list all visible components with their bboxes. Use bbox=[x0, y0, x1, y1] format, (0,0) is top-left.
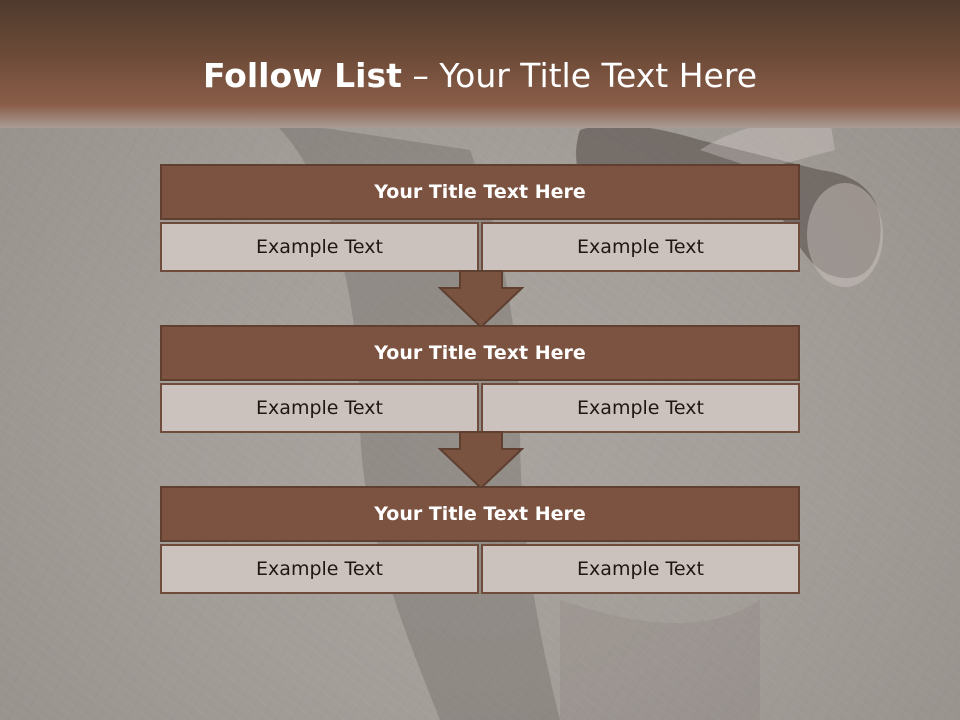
step-block-1-right-cell: Example Text bbox=[481, 222, 800, 272]
step-block-2-row: Example Text Example Text bbox=[160, 383, 800, 433]
step-block-1-title: Your Title Text Here bbox=[160, 164, 800, 220]
step-block-2-right-cell: Example Text bbox=[481, 383, 800, 433]
step-block-1: Your Title Text Here Example Text Exampl… bbox=[160, 164, 800, 272]
step-block-1-left-cell: Example Text bbox=[160, 222, 479, 272]
header-band bbox=[0, 0, 960, 128]
step-block-2-left-cell: Example Text bbox=[160, 383, 479, 433]
title-rest-part: Your Title Text Here bbox=[439, 56, 758, 95]
down-arrow-icon bbox=[438, 270, 524, 328]
step-block-3-left-cell: Example Text bbox=[160, 544, 479, 594]
step-block-3-row: Example Text Example Text bbox=[160, 544, 800, 594]
title-bold-part: Follow List bbox=[202, 56, 402, 95]
step-block-3-right-cell: Example Text bbox=[481, 544, 800, 594]
step-block-1-row: Example Text Example Text bbox=[160, 222, 800, 272]
slide-title: Follow List – Your Title Text Here bbox=[0, 54, 960, 98]
step-block-2-title: Your Title Text Here bbox=[160, 325, 800, 381]
step-block-2: Your Title Text Here Example Text Exampl… bbox=[160, 325, 800, 433]
step-block-3: Your Title Text Here Example Text Exampl… bbox=[160, 486, 800, 594]
down-arrow-icon bbox=[438, 431, 524, 489]
title-dash: – bbox=[401, 56, 440, 95]
step-block-3-title: Your Title Text Here bbox=[160, 486, 800, 542]
